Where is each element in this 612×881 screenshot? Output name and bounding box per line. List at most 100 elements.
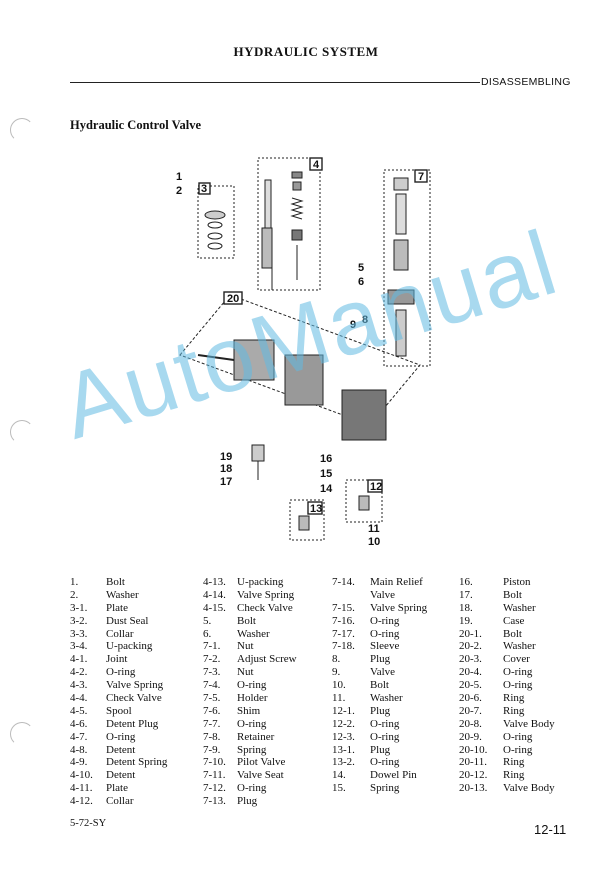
part-name: Plate [106,601,128,614]
label-12: 12 [370,481,382,493]
parts-list-row: 12-3.O-ring [332,731,399,744]
part-number: 4-11. [70,782,93,795]
part-number: 4-12. [70,795,93,808]
label-14: 14 [320,483,333,495]
part-number: 4-3. [70,679,88,692]
part-name: U-packing [237,576,284,588]
part-name: O-ring [370,756,400,769]
part-number: 7-2. [203,653,221,666]
part-name: O-ring [106,666,136,679]
parts-list-row: 4-13.U-packing [203,576,283,589]
parts-list-row: 3-1. Plate [70,601,128,615]
part-number: 7-4. [203,679,221,692]
label-9: 9 [350,319,356,331]
parts-list-row: 4-5.Spool [70,705,132,718]
part-number: 20-13. [459,782,488,795]
part-number: 19. [459,614,473,627]
label-10: 10 [368,536,380,548]
part-name: Valve Body [503,717,555,730]
part-number: 11. [332,692,346,705]
part-name: Nut [237,640,254,653]
label-19: 19 [220,451,232,463]
part-name: Check Valve [106,692,162,705]
part-number: 1. [70,576,79,588]
binder-hole-top [10,118,34,142]
parts-list-row: 9. Valve [332,666,395,679]
label-3: 3 [201,183,207,195]
part-number: 7-15. [332,601,355,614]
part-name: O-ring [370,730,400,743]
part-number: 3-3. [70,627,88,640]
part-number: 5. [203,614,212,627]
part-number: 4-7. [70,730,88,743]
label-6: 6 [358,276,364,288]
part-number: 20-2. [459,640,482,653]
parts-list-row: 10.Bolt [332,679,389,692]
part-number: 20-3. [459,653,482,666]
part-name: Valve [370,666,396,679]
parts-list-row: 4-2.O-ring [70,666,135,679]
part-name: Detent Plug [106,717,159,730]
part-name: Collar [106,795,134,808]
part-number: 16. [459,576,473,588]
part-name: Piston [503,576,531,588]
part-name: O-ring [370,627,400,640]
parts-list-row: 1.Bolt [70,576,125,589]
parts-list-row: 4-6. Detent Plug [70,717,158,731]
label-4: 4 [313,159,320,171]
part-name: U-packing [106,640,153,653]
parts-list-row: 7-2. Adjust Screw [203,653,297,666]
part-name: Washer [503,640,536,653]
part-name: Retainer [237,730,275,743]
part-name: Detent [106,769,136,782]
part-name: Spring [237,743,267,756]
part-number: 4-6. [70,717,88,730]
exploded-view-diagram: 1 2 3 4 5 6 7 8 9 10 11 12 13 14 15 16 1… [176,157,431,548]
part-number: 13-2. [332,756,355,769]
parts-list-row: 20-13. Valve Body [459,782,555,795]
parts-list-row: 7-6.Shim [203,705,260,718]
part-name: Valve Body [503,782,555,795]
part-name: Washer [106,588,139,601]
part-number: 7-11. [203,769,226,782]
part-name: Ring [503,769,525,782]
part-name: O-ring [503,679,533,692]
section-label: DISASSEMBLING [481,76,571,88]
group-13-detail [289,499,325,541]
part-name: Sleeve [370,640,400,653]
parts-list-row: 5. Bolt [203,614,256,628]
parts-list-row: 4-15.Check Valve [203,602,293,615]
parts-list-row: 7-7.O-ring [203,718,266,731]
part-number: 3-1. [70,601,88,614]
part-number: 9. [332,666,341,679]
parts-list-row: 7-18.Sleeve [332,640,399,653]
part-number: 20-12. [459,769,488,782]
part-name: Spring [370,782,400,795]
part-name: Valve Spring [370,601,428,614]
part-number: 7-5. [203,692,221,705]
parts-list-row: 11. Washer [332,692,403,705]
part-number: 7-3. [203,666,221,679]
part-number: 7-16. [332,614,355,627]
parts-list-row: 7-12.O-ring [203,782,266,795]
part-number: 8. [332,653,341,666]
group-12-detail [345,479,383,523]
part-name: O-ring [237,782,267,795]
parts-list-row: 7-13.Plug [203,795,257,808]
part-name: Nut [237,666,254,679]
label-7: 7 [418,171,424,183]
part-number: 7-1. [203,640,221,653]
part-name: Bolt [237,614,256,627]
group-3-detail [197,182,235,259]
part-number: 4-1. [70,653,88,666]
part-name: Washer [370,692,403,705]
part-name: Adjust Screw [237,653,297,666]
part-name: Plug [370,653,391,666]
parts-list-row: 7-11.Valve Seat [203,769,284,782]
parts-list-row: 3-2.Dust Seal [70,615,148,628]
part-name: Plug [237,795,258,808]
parts-list-row: 3-4.U-packing [70,640,152,653]
